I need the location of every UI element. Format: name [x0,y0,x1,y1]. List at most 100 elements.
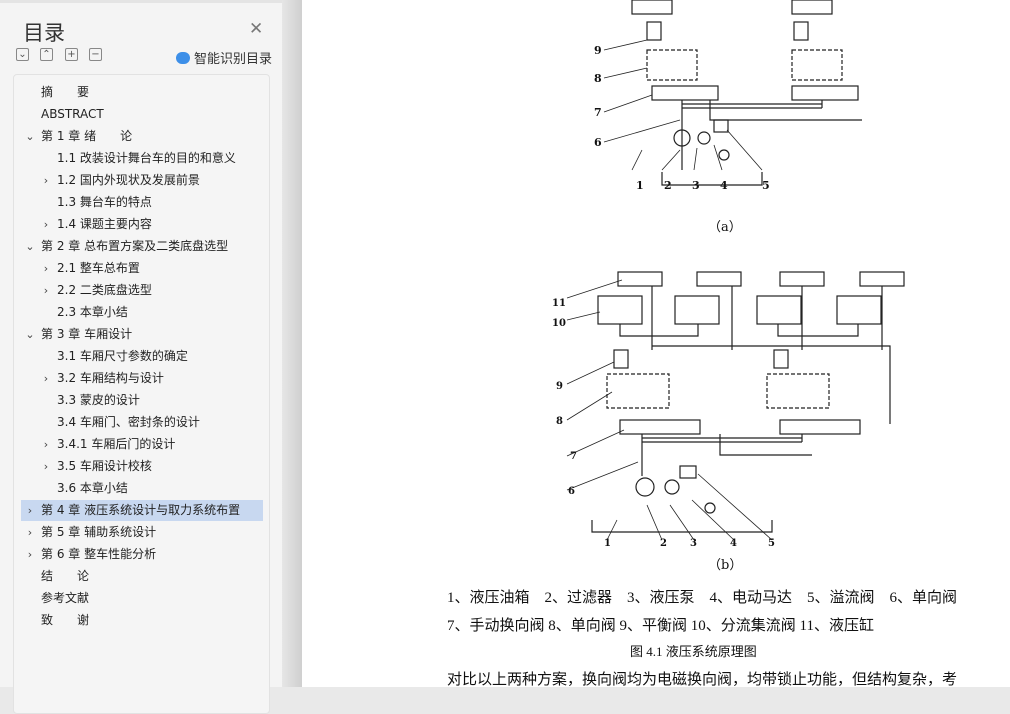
toc-item[interactable]: 3.3 蒙皮的设计 [21,390,263,411]
toc-item[interactable]: 3.4 车厢门、密封条的设计 [21,412,263,433]
toc-item-label: 3.3 蒙皮的设计 [57,393,140,407]
toc-item[interactable]: › 第 6 章 整车性能分析 [21,544,263,565]
toc-item-label: 1.4 课题主要内容 [57,217,152,231]
toc-item-label: 参考文献 [41,591,90,605]
toc-item-label: 致 谢 [41,613,90,627]
diagram-b [566,271,905,541]
smart-toc-label: 智能识别目录 [194,52,273,67]
chevron-right-icon[interactable]: › [27,504,33,517]
chevron-right-icon[interactable]: › [43,218,49,231]
chevron-right-icon[interactable]: › [43,284,49,297]
toc-item-label: 3.1 车厢尺寸参数的确定 [57,349,188,363]
diagram-part-label: 4 [730,538,737,549]
toc-item[interactable]: › 3.5 车厢设计校核 [21,456,263,477]
toc-item[interactable]: › 2.2 二类底盘选型 [21,280,263,301]
toc-item[interactable]: › 1.2 国内外现状及发展前景 [21,170,263,191]
toc-item-label: ABSTRACT [41,107,104,121]
chevron-right-icon[interactable]: › [43,460,49,473]
diagram-a [603,0,862,186]
diagram-part-label: 2 [664,179,672,192]
diagram-part-label: 1 [636,179,644,192]
smart-toc-button[interactable]: 智能识别目录 [176,48,272,67]
chevron-right-icon[interactable]: › [27,526,33,539]
expand-level-button[interactable]: + [65,48,78,61]
toc-item-label: 第 1 章 绪 论 [41,129,133,143]
expand-all-button[interactable]: ⌄ [16,48,29,61]
toc-item-label: 3.2 车厢结构与设计 [57,371,164,385]
toc-item[interactable]: ›第 5 章 辅助系统设计 [21,522,263,543]
diagram-part-label: 6 [568,486,575,497]
figure-caption: 图 4.1 液压系统原理图 [630,644,757,659]
toc-item[interactable]: › 2.1 整车总布置 [21,258,263,279]
toc-item[interactable]: 2.3 本章小结 [21,302,263,323]
toc-title: 目录 [23,21,65,45]
hydraulic-diagrams: 9 8 7 6 1 2 3 4 5 11 10 9 8 7 6 1 2 3 4 5 （a） （b） [552,0,905,573]
diagram-part-label: 10 [552,318,566,329]
toc-item-label: 2.1 整车总布置 [57,261,140,275]
toc-item[interactable]: › 3.4.1 车厢后门的设计 [21,434,263,455]
diagram-part-label: 7 [594,106,602,119]
toc-item[interactable]: › 3.2 车厢结构与设计 [21,368,263,389]
diagram-part-label: 9 [556,381,563,392]
toc-item-label: 2.2 二类底盘选型 [57,283,152,297]
diagram-part-label: 3 [690,538,697,549]
toc-item-label: 3.5 车厢设计校核 [57,459,152,473]
diagram-a-caption: （a） [708,220,742,235]
toc-item[interactable]: ⌄ 第 3 章 车厢设计 [21,324,263,345]
diagram-part-label: 3 [692,179,700,192]
legend-line-1: 1、液压油箱 2、过滤器 3、液压泵 4、电动马达 5、溢流阀 6、单向阀 [447,590,958,606]
chevron-right-icon[interactable]: › [43,438,49,451]
toc-item[interactable]: 结 论 [21,566,263,587]
toc-item-label: 1.1 改装设计舞台车的目的和意义 [57,151,236,165]
toc-item[interactable]: 3.6 本章小结 [21,478,263,499]
diagram-part-label: 7 [570,451,577,462]
chevron-right-icon[interactable]: › [43,262,49,275]
toc-item[interactable]: 参考文献 [21,588,263,609]
chevron-right-icon[interactable]: › [27,548,33,561]
toc-item[interactable]: 1.1 改装设计舞台车的目的和意义 [21,148,263,169]
ai-icon [176,51,190,64]
toc-item-label: 第 6 章 整车性能分析 [41,547,157,561]
diagram-b-caption: （b） [708,558,742,573]
chevron-down-icon[interactable]: ⌄ [25,240,35,253]
toc-item-label: 摘 要 [41,85,90,99]
diagram-part-label: 8 [594,72,602,85]
toc-item-label: 3.4 车厢门、密封条的设计 [57,415,200,429]
toc-item-label: 第 4 章 液压系统设计与取力系统布置 [41,503,241,517]
toc-item[interactable]: › 第 4 章 液压系统设计与取力系统布置 [21,500,263,521]
diagram-part-label: 11 [552,298,566,309]
toc-item[interactable]: 1.3 舞台车的特点 [21,192,263,213]
close-icon[interactable]: ✕ [249,19,264,39]
diagram-part-label: 1 [604,538,611,549]
chevron-right-icon[interactable]: › [43,372,49,385]
diagram-part-label: 6 [594,136,602,149]
collapse-all-button[interactable]: ⌃ [40,48,53,61]
chevron-down-icon[interactable]: ⌄ [25,130,35,143]
toc-item-label: 1.3 舞台车的特点 [57,195,152,209]
toc-item[interactable]: 致 谢 [21,610,263,631]
diagram-part-label: 5 [762,179,770,192]
toc-item[interactable]: 3.1 车厢尺寸参数的确定 [21,346,263,367]
panel-shadow [282,0,302,687]
toc-item[interactable]: ⌄ 第 2 章 总布置方案及二类底盘选型 [21,236,263,257]
toc-item-label: 1.2 国内外现状及发展前景 [57,173,200,187]
toc-item-label: 3.4.1 车厢后门的设计 [57,437,176,451]
toc-item[interactable]: ABSTRACT [21,104,263,125]
toc-item-label: 第 2 章 总布置方案及二类底盘选型 [41,239,229,253]
toc-sidebar: 目录 ✕ ⌄ ⌃ + − 智能识别目录 摘 要 ABSTRACT ⌄ 第 1 章 绪 … [0,0,282,714]
toc-item[interactable]: ⌄ 第 1 章 绪 论 [21,126,263,147]
diagram-part-label: 5 [768,538,775,549]
chevron-right-icon[interactable]: › [43,174,49,187]
toc-list: 摘 要 ABSTRACT ⌄ 第 1 章 绪 论 1.1 改装设计舞台车的目的和意义 › 1… [13,74,270,714]
diagram-part-label: 2 [660,538,667,549]
diagram-part-label: 8 [556,416,563,427]
diagram-part-label: 4 [720,179,728,192]
toc-item[interactable]: › 1.4 课题主要内容 [21,214,263,235]
body-paragraph: 对比以上两种方案，换向阀均为电磁换向阀，均带锁止功能，但结构复杂，考 [447,672,958,688]
diagram-part-label: 9 [594,44,602,57]
toc-item[interactable]: 摘 要 [21,82,263,103]
chevron-down-icon[interactable]: ⌄ [25,328,35,341]
collapse-level-button[interactable]: − [89,48,102,61]
toc-item-label: 第 3 章 车厢设计 [41,327,133,341]
document-page: 9 8 7 6 1 2 3 4 5 11 10 9 8 7 6 1 2 3 4 5 （a） （b） 1、液压油箱 2… [302,0,1010,688]
